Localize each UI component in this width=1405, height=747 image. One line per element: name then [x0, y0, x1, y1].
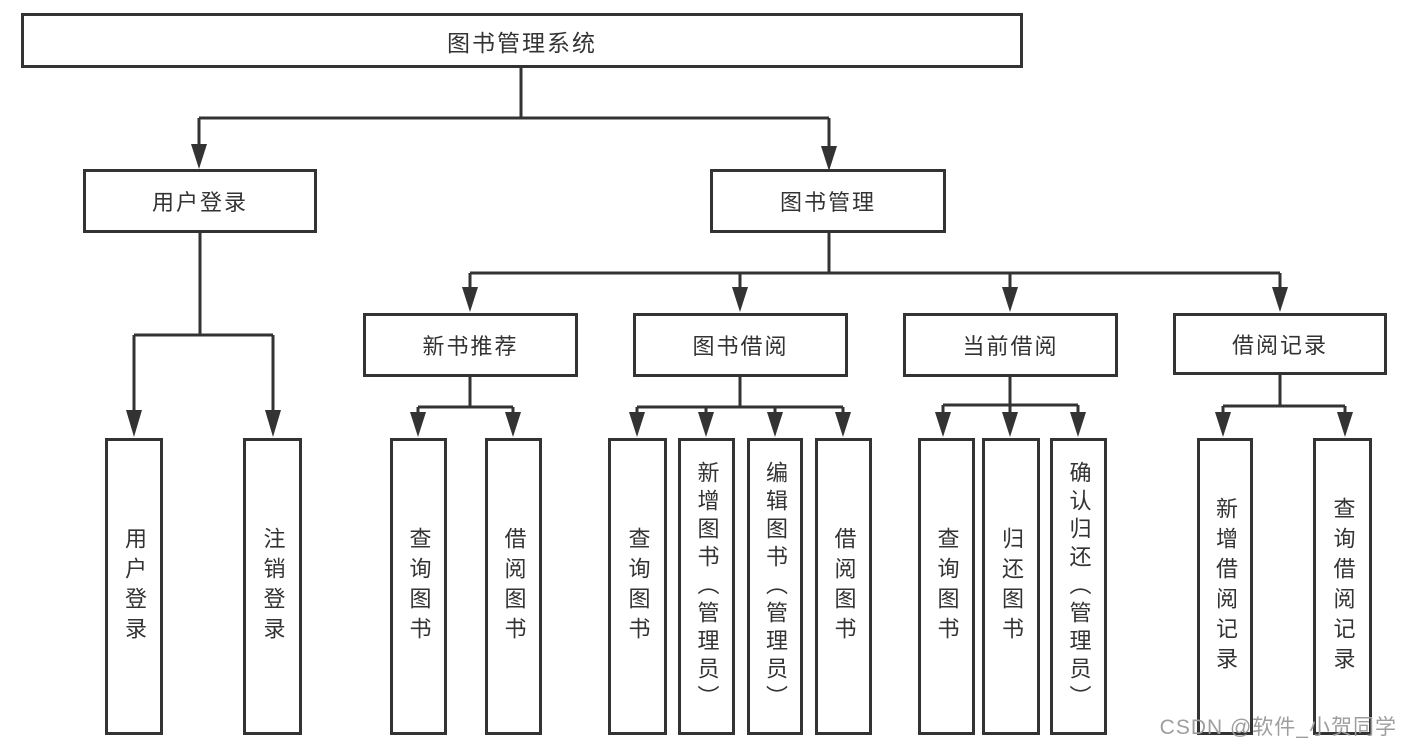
leaf-query-books-3: 查询图书 — [918, 438, 975, 735]
leaf-label: 查询图书 — [625, 526, 651, 647]
leaf-add-borrow-record: 新增借阅记录 — [1197, 438, 1253, 735]
node-label: 借阅记录 — [1231, 333, 1328, 358]
node-library-management-system: 图书管理系统 — [21, 13, 1023, 68]
leaf-label: 借阅图书 — [501, 526, 527, 647]
leaf-label: 编辑图书（管理员） — [763, 460, 788, 713]
arrowheads — [126, 144, 1353, 437]
leaf-label: 借阅图书 — [831, 526, 857, 647]
node-book-management: 图书管理 — [710, 169, 946, 233]
node-label: 图书管理系统 — [447, 29, 597, 56]
leaf-label: 新增图书（管理员） — [694, 460, 720, 713]
leaf-query-borrow-record: 查询借阅记录 — [1313, 438, 1372, 735]
leaf-label: 查询图书 — [934, 526, 960, 647]
leaf-borrow-books-2: 借阅图书 — [815, 438, 872, 735]
node-book-borrowing: 图书借阅 — [633, 313, 848, 377]
leaf-borrow-books-1: 借阅图书 — [485, 438, 542, 735]
leaf-add-books-admin: 新增图书（管理员） — [678, 438, 735, 735]
node-new-book-recommend: 新书推荐 — [363, 313, 578, 377]
leaf-label: 确认归还（管理员） — [1066, 460, 1092, 713]
node-current-borrowing: 当前借阅 — [903, 313, 1118, 377]
leaf-label: 查询借阅记录 — [1330, 496, 1356, 677]
leaf-logout: 注销登录 — [243, 438, 302, 735]
node-label: 新书推荐 — [422, 334, 519, 359]
leaf-label: 注销登录 — [260, 526, 286, 647]
node-label: 图书借阅 — [692, 334, 789, 359]
leaf-label: 归还图书 — [999, 526, 1024, 647]
leaf-query-books-1: 查询图书 — [390, 438, 447, 735]
leaf-label: 新增借阅记录 — [1213, 496, 1238, 677]
leaf-return-books: 归还图书 — [982, 438, 1040, 735]
leaf-label: 查询图书 — [406, 526, 432, 647]
node-label: 用户登录 — [151, 190, 248, 215]
leaf-edit-books-admin: 编辑图书（管理员） — [747, 438, 803, 735]
leaf-label: 用户登录 — [122, 526, 147, 647]
leaf-user-login: 用户登录 — [105, 438, 163, 735]
node-label: 图书管理 — [779, 190, 876, 215]
leaf-confirm-return-admin: 确认归还（管理员） — [1050, 438, 1107, 735]
node-label: 当前借阅 — [962, 334, 1059, 359]
watermark: CSDN @软件_小贺同学 — [1159, 716, 1397, 739]
node-borrowing-records: 借阅记录 — [1173, 313, 1387, 375]
node-user-login: 用户登录 — [83, 169, 317, 233]
leaf-query-books-2: 查询图书 — [608, 438, 667, 735]
